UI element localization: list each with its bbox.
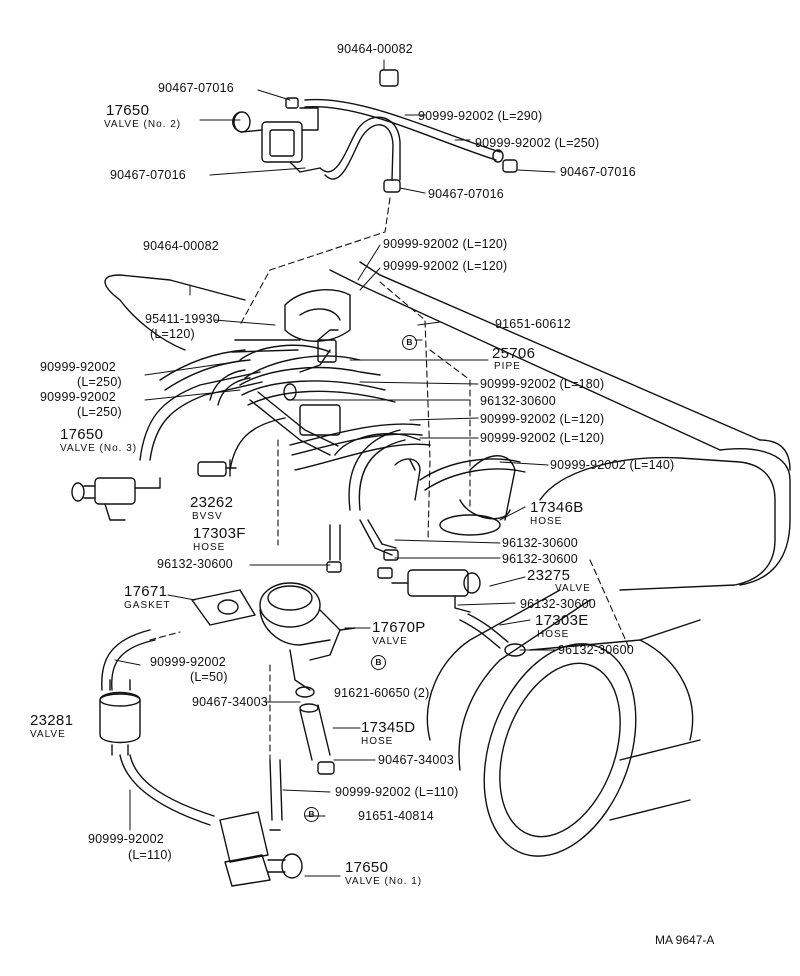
caption-hose-17303f: HOSE xyxy=(193,542,226,553)
caption-bvsv: BVSV xyxy=(192,511,223,522)
callout-clamp-90467-34003-a: 90467-34003 xyxy=(192,695,268,709)
bvsv xyxy=(197,459,237,477)
callout-clamp-90467-mid: 90467-07016 xyxy=(428,187,504,201)
caption-valve-17670p: VALVE xyxy=(372,636,408,647)
callout-clip-96132-a: 96132-30600 xyxy=(480,394,556,408)
ref-mark-b-lower: B xyxy=(304,807,319,822)
callout-hose-l140: 90999-92002 (L=140) xyxy=(550,458,675,472)
callout-hose-left-2-length: (L=250) xyxy=(77,405,122,419)
hose-17345d xyxy=(299,703,335,775)
callout-clip-96132-c: 96132-30600 xyxy=(502,552,578,566)
callout-clamp-90467-left: 90467-07016 xyxy=(110,168,186,182)
callout-hose-95411-length: (L=120) xyxy=(150,327,195,341)
callout-clip-96132-d: 96132-30600 xyxy=(157,557,233,571)
valve-no2 xyxy=(232,97,321,173)
pipe-cluster xyxy=(231,289,431,471)
callout-bolt-91651-60612: 91651-60612 xyxy=(495,317,571,331)
ref-mark-b-middle: B xyxy=(371,655,386,670)
left-hoses xyxy=(139,349,286,471)
top-hoses xyxy=(304,69,518,193)
callout-valve-17650-no2: 17650 xyxy=(106,102,150,119)
callout-hose-l50-length: (L=50) xyxy=(190,670,228,684)
callout-clamp-90464-top: 90464-00082 xyxy=(337,42,413,56)
callout-hose-l50: 90999-92002 xyxy=(150,655,226,669)
callout-clamp-90464-left: 90464-00082 xyxy=(143,239,219,253)
lower-right-hoses xyxy=(326,519,526,657)
callout-hose-l120-d: 90999-92002 (L=120) xyxy=(480,431,605,445)
callout-valve-17650-no3: 17650 xyxy=(60,426,104,443)
caption-gasket: GASKET xyxy=(124,600,171,611)
callout-bolt-91651-40814: 91651-40814 xyxy=(358,809,434,823)
callout-clamp-90467-34003-b: 90467-34003 xyxy=(378,753,454,767)
callout-bolt-91621: 91621-60650 (2) xyxy=(334,686,430,700)
callout-clip-96132-e: 96132-30600 xyxy=(520,597,596,611)
dashed-guides xyxy=(149,197,631,761)
callout-valve-17650-no1: 17650 xyxy=(345,859,389,876)
callout-clip-96132-f: 96132-30600 xyxy=(558,643,634,657)
callout-hose-l120-c: 90999-92002 (L=120) xyxy=(480,412,605,426)
valve-no3 xyxy=(71,477,161,521)
callout-pipe-25706: 25706 xyxy=(492,345,536,362)
callout-valve-23281: 23281 xyxy=(30,712,74,729)
caption-hose-17346b: HOSE xyxy=(530,516,563,527)
callout-hose-l290: 90999-92002 (L=290) xyxy=(418,109,543,123)
callout-hose-95411: 95411-19930 xyxy=(145,312,220,326)
callout-hose-l110-right: 90999-92002 (L=110) xyxy=(335,785,459,799)
callout-hose-17345d: 17345D xyxy=(361,719,416,736)
callout-hose-l120-a: 90999-92002 (L=120) xyxy=(383,237,508,251)
callout-clamp-90467-right: 90467-07016 xyxy=(560,165,636,179)
callout-valve-17670p: 17670P xyxy=(372,619,426,636)
callout-hose-left-1: 90999-92002 xyxy=(40,360,116,374)
ref-mark-b-upper: B xyxy=(402,335,417,350)
callout-hose-l180: 90999-92002 (L=180) xyxy=(480,377,605,391)
callout-gasket-17671: 17671 xyxy=(124,583,168,600)
callout-hose-left-2: 90999-92002 xyxy=(40,390,116,404)
egr-valve xyxy=(191,582,356,698)
callout-hose-17346b: 17346B xyxy=(530,499,584,516)
caption-hose-17345d: HOSE xyxy=(361,736,394,747)
engine-outline xyxy=(104,261,791,857)
valve-no1 xyxy=(219,759,303,887)
callout-hose-l110-left: 90999-92002 xyxy=(88,832,164,846)
leader-lines xyxy=(114,59,556,877)
callout-hose-l110-left-length: (L=110) xyxy=(128,848,172,862)
callout-hose-left-1-length: (L=250) xyxy=(77,375,122,389)
drawing-reference: MA 9647-A xyxy=(655,933,715,947)
valve-23281 xyxy=(99,629,215,826)
callout-clamp-90467-upper: 90467-07016 xyxy=(158,81,234,95)
caption-hose-17303e: HOSE xyxy=(537,629,570,640)
callout-valve-23275: 23275 xyxy=(527,567,571,584)
callout-hose-l250-top: 90999-92002 (L=250) xyxy=(475,136,600,150)
caption-pipe: PIPE xyxy=(494,361,521,372)
right-hoses xyxy=(334,429,526,536)
callout-clip-96132-b: 96132-30600 xyxy=(502,536,578,550)
caption-valve-no3: VALVE (No. 3) xyxy=(60,443,138,454)
callout-hose-l120-b: 90999-92002 (L=120) xyxy=(383,259,508,273)
caption-valve-23275: VALVE xyxy=(555,583,591,594)
callout-hose-17303e: 17303E xyxy=(535,612,589,629)
caption-valve-no2: VALVE (No. 2) xyxy=(104,119,182,130)
callout-hose-17303f: 17303F xyxy=(193,525,246,542)
caption-valve-23281: VALVE xyxy=(30,729,66,740)
callout-bvsv-23262: 23262 xyxy=(190,494,234,511)
caption-valve-no1: VALVE (No. 1) xyxy=(345,876,423,887)
